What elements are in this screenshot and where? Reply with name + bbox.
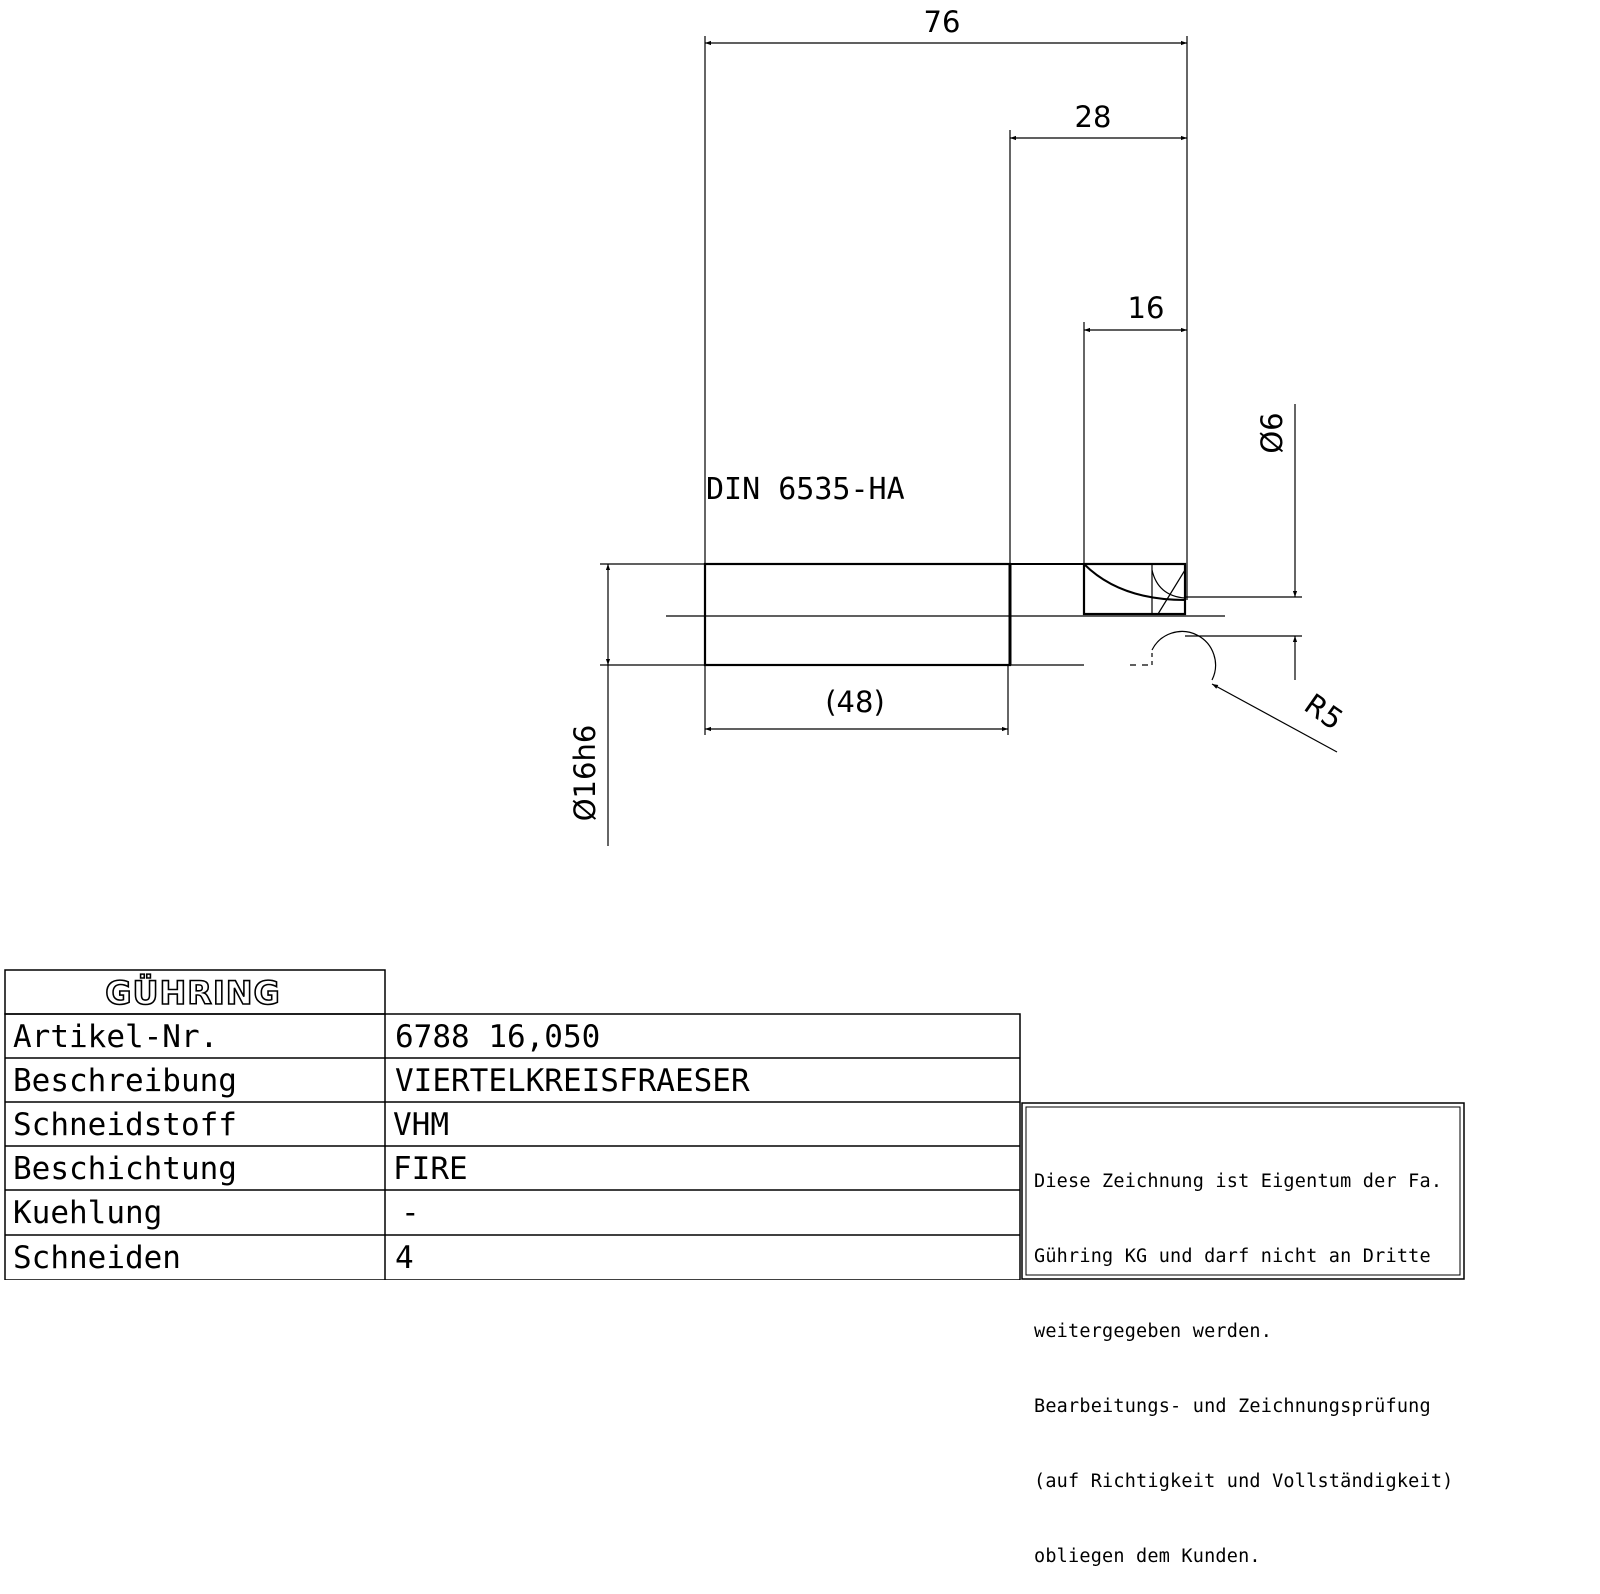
dim-head-length: 28 <box>1075 100 1112 134</box>
row-value-kuehlung: - <box>401 1195 420 1231</box>
dim-shank-length: (48) <box>825 685 885 719</box>
dim-radius: R5 <box>1298 687 1349 737</box>
legal-line: (auf Richtigkeit und Vollständigkeit) <box>1034 1471 1454 1492</box>
dim-cutting-length: 16 <box>1128 291 1165 325</box>
legal-line: Bearbeitungs- und Zeichnungsprüfung <box>1034 1396 1431 1417</box>
row-value-schneidstoff: VHM <box>393 1107 449 1143</box>
row-label-schneiden: Schneiden <box>13 1240 181 1276</box>
dim-tip-diameter: Ø6 <box>1255 412 1289 453</box>
row-label-kuehlung: Kuehlung <box>13 1195 162 1231</box>
row-value-beschreibung: VIERTELKREISFRAESER <box>395 1063 750 1099</box>
dimension-labels: 76 28 16 (48) DIN 6535-HA Ø16h6 Ø6 R5 <box>568 5 1349 821</box>
legal-notice: Diese Zeichnung ist Eigentum der Fa. Güh… <box>1034 1119 1466 1594</box>
row-value-beschichtung: FIRE <box>393 1151 468 1187</box>
dim-overall-length: 76 <box>924 5 961 39</box>
row-label-schneidstoff: Schneidstoff <box>13 1107 237 1143</box>
legal-line: Diese Zeichnung ist Eigentum der Fa. <box>1034 1171 1443 1192</box>
norm-label: DIN 6535-HA <box>706 472 905 507</box>
tool-outline <box>703 562 1187 667</box>
row-label-beschreibung: Beschreibung <box>13 1063 237 1099</box>
row-value-artikel: 6788 16,050 <box>395 1019 600 1055</box>
legal-line: obliegen dem Kunden. <box>1034 1546 1261 1567</box>
row-label-beschichtung: Beschichtung <box>13 1151 237 1187</box>
center-lines <box>666 615 1225 681</box>
dim-shank-diameter: Ø16h6 <box>568 725 602 822</box>
title-block <box>4 969 1465 1280</box>
technical-drawing: 76 28 16 (48) DIN 6535-HA Ø16h6 Ø6 R5 GÜ… <box>4 5 1465 1280</box>
legal-line: Gühring KG und darf nicht an Dritte <box>1034 1246 1431 1267</box>
legal-line: weitergegeben werden. <box>1034 1321 1273 1342</box>
row-value-schneiden: 4 <box>395 1240 414 1276</box>
guehring-logo: GÜHRING <box>105 974 281 1012</box>
row-label-artikel: Artikel-Nr. <box>13 1019 218 1055</box>
title-block-rows: Artikel-Nr. 6788 16,050 Beschreibung VIE… <box>13 1019 750 1276</box>
dimension-lines <box>600 36 1338 846</box>
